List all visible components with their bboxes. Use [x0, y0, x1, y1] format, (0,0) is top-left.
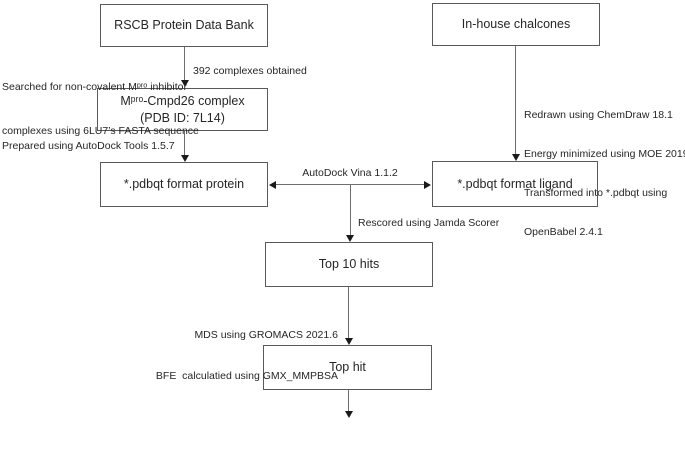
arrow-tophit-to-adme-line	[348, 390, 350, 411]
arrow-protein-ligand-left-head	[269, 180, 276, 189]
annotation-prepared-autodock-tools: Prepared using AutoDock Tools 1.5.7	[2, 140, 175, 152]
box-top-10-hits: Top 10 hits	[265, 242, 433, 287]
annotation-fasta-search-line1: Searched for non-covalent Mᵖʳᵒ inhibitor	[2, 81, 187, 93]
box-inhouse-label: In-house chalcones	[461, 17, 571, 31]
arrow-top10-to-tophit-line	[348, 287, 350, 338]
box-top10-label: Top 10 hits	[318, 257, 380, 271]
box-pdbqt-format-ligand: *.pdbqt format ligand	[432, 161, 598, 207]
box-tophit-label: Top hit	[329, 360, 366, 374]
box-protein-label: *.pdbqt format protein	[123, 177, 245, 191]
annotation-fasta-search-line2: complexes using 6LU7’s FASTA sequence	[2, 124, 199, 137]
arrow-docking-to-top10-line	[349, 185, 351, 235]
annotation-ligand-preparation: Redrawn using ChemDraw 18.1 Energy minim…	[524, 83, 685, 265]
box-pdbqt-format-protein: *.pdbqt format protein	[100, 162, 268, 207]
arrow-chalcones-to-ligand-head	[511, 154, 520, 161]
arrow-mpro-to-protein-line	[184, 131, 186, 156]
box-top-hit: Top hit	[263, 345, 432, 390]
annotation-mds-line2: BFE calculatied using GMX_MMPBSA	[155, 369, 338, 382]
annotation-fasta-search: Searched for non-covalent Mᵖʳᵒ inhibitor…	[2, 51, 199, 167]
box-rscb-protein-data-bank: RSCB Protein Data Bank	[100, 4, 268, 47]
arrow-docking-to-top10-head	[346, 235, 354, 242]
annotation-rescored-jamda: Rescored using Jamda Scorer	[358, 217, 500, 229]
arrow-rscb-to-mpro-head	[180, 80, 189, 87]
box-mpro-label-line2: (PDB ID: 7L14)	[140, 110, 225, 125]
arrow-protein-ligand-line	[276, 184, 424, 186]
arrow-top10-to-tophit-head	[344, 338, 353, 345]
arrow-rscb-to-mpro-line	[184, 47, 186, 81]
arrow-tophit-to-adme-head	[344, 411, 353, 418]
box-mpro-label-line1: Mᵖʳᵒ-Cmpd26 complex	[120, 93, 245, 108]
annotation-mds-bfe: MDS using GROMACS 2021.6 BFE calculatied…	[150, 302, 338, 410]
box-mpro-cmpd26-complex: Mᵖʳᵒ-Cmpd26 complex (PDB ID: 7L14)	[97, 88, 268, 131]
annotation-ligand-prep-line4: OpenBabel 2.4.1	[524, 226, 603, 238]
box-ligand-label: *.pdbqt format ligand	[457, 176, 573, 191]
annotation-ligand-prep-line2: Energy minimized using MOE 2019.10	[524, 148, 685, 160]
arrow-chalcones-to-ligand-line	[515, 46, 517, 155]
annotation-ligand-prep-line1: Redrawn using ChemDraw 18.1	[524, 109, 673, 121]
annotation-ligand-prep-line3: Transformed into *.pdbqt using	[524, 187, 668, 199]
box-in-house-chalcones: In-house chalcones	[432, 3, 600, 46]
annotation-mds-line1: MDS using GROMACS 2021.6	[194, 329, 338, 341]
arrow-protein-ligand-right-head	[424, 180, 431, 189]
box-rscb-label: RSCB Protein Data Bank	[114, 18, 254, 32]
annotation-adme-evaluation: ADME evaluation using SwissADME	[263, 424, 433, 459]
arrow-mpro-to-protein-head	[180, 155, 189, 162]
annotation-autodock-vina: AutoDock Vina 1.1.2	[302, 167, 398, 179]
annotation-complexes-obtained: 392 complexes obtained	[193, 65, 307, 77]
